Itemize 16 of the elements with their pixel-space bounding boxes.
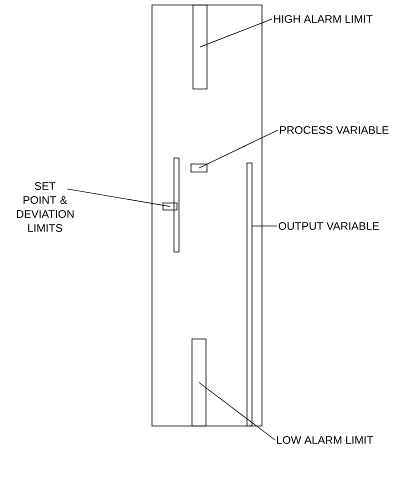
callout-label: SET POINT & DEVIATION LIMITS <box>16 182 74 232</box>
indicator-bar <box>174 158 180 252</box>
callout-label: OUTPUT VARIABLE <box>278 222 379 230</box>
callout-label: LOW ALARM LIMIT <box>277 436 374 444</box>
indicator-bar <box>246 162 252 426</box>
callout-label: PROCESS VARIABLE <box>280 126 389 134</box>
indicator-bar <box>192 4 208 90</box>
leader-line <box>198 130 278 168</box>
leader-line <box>198 382 276 440</box>
leader-line <box>66 188 170 207</box>
indicator-bar <box>192 338 206 426</box>
callout-label: HIGH ALARM LIMIT <box>274 15 373 23</box>
leader-line <box>200 18 272 48</box>
display-frame <box>152 4 262 426</box>
deviation-marker <box>162 202 178 210</box>
process-marker <box>190 164 208 172</box>
